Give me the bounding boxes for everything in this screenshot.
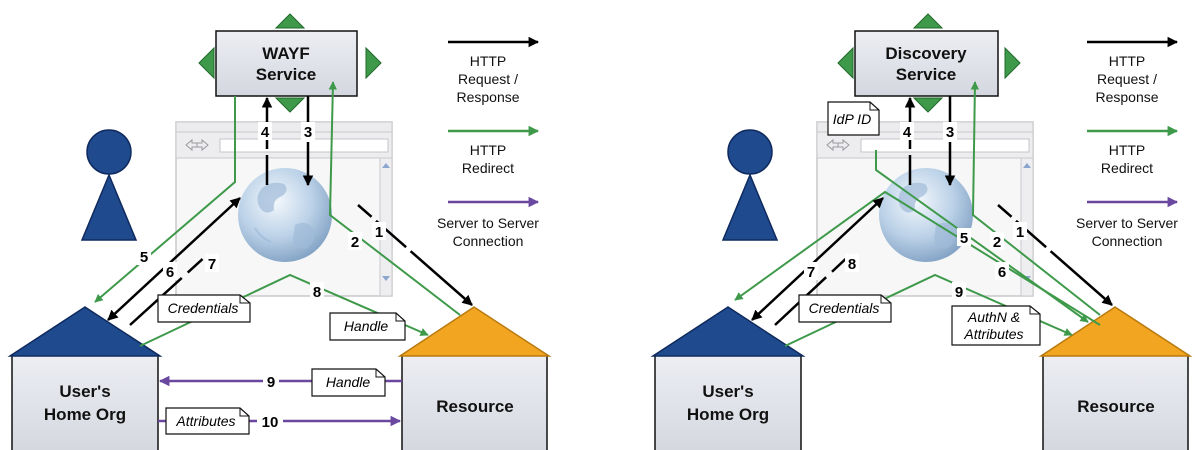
step-8-label: 8 <box>848 256 856 273</box>
arrow-step-6 <box>107 197 241 321</box>
legend-left: HTTP Request / Response HTTP Redirect Se… <box>437 36 539 249</box>
note-handle-a-text: Handle <box>344 318 389 334</box>
arrow-step-8 <box>774 224 883 326</box>
note-authn-line2: Attributes <box>963 326 1023 342</box>
note-attributes-text: Attributes <box>175 413 235 429</box>
legend-http-line2: Request / <box>458 71 518 87</box>
arrow-step-7 <box>129 224 241 326</box>
step-3-label: 3 <box>304 124 312 141</box>
wayf-service-box[interactable]: WAYF Service <box>198 13 382 113</box>
step-9-label: 9 <box>955 284 963 301</box>
arrow-step-2 <box>970 81 1101 316</box>
step-7-label: 7 <box>208 256 216 273</box>
legend-redirect-line1: HTTP <box>1109 142 1146 158</box>
resource-house[interactable]: Resource <box>397 306 552 450</box>
step-3-label: 3 <box>946 124 954 141</box>
note-idp-text: IdP ID <box>833 111 871 127</box>
arrow-step-1 <box>997 204 1113 306</box>
right-diagram: Discovery Service User's Home Org Resour… <box>650 13 1193 450</box>
note-handle-b-text: Handle <box>326 374 371 390</box>
home-org-line2: Home Org <box>44 405 126 424</box>
home-org-house[interactable]: User's Home Org <box>7 306 163 450</box>
legend-right: HTTP Request / Response HTTP Redirect Se… <box>1076 36 1178 249</box>
left-diagram: WAYF Service User's Home Org Resource <box>7 13 552 450</box>
legend-server-line2: Connection <box>453 233 524 249</box>
arrow-step-1 <box>357 204 473 306</box>
right-arrows <box>734 81 1113 347</box>
resource-label: Resource <box>436 397 513 416</box>
discovery-title-line1: Discovery <box>885 44 967 63</box>
wayf-title-line1: WAYF <box>262 44 310 63</box>
legend-redirect-line2: Redirect <box>1101 160 1153 176</box>
step-1-label: 1 <box>375 224 383 241</box>
note-credentials: Credentials <box>798 294 892 323</box>
note-credentials-text: Credentials <box>168 300 239 316</box>
note-handle-server: Handle <box>311 368 386 397</box>
legend-server-line1: Server to Server <box>437 215 539 231</box>
globe-icon <box>238 168 332 262</box>
legend-redirect-line2: Redirect <box>462 160 514 176</box>
legend-server-line1: Server to Server <box>1076 215 1178 231</box>
step-8-label: 8 <box>313 284 321 301</box>
step-6-label: 6 <box>166 264 174 281</box>
home-org-house[interactable]: User's Home Org <box>650 306 806 450</box>
legend-http-line1: HTTP <box>470 53 507 69</box>
step-1-label: 1 <box>1016 224 1024 241</box>
note-credentials-text: Credentials <box>809 300 880 316</box>
home-org-line2: Home Org <box>687 405 769 424</box>
note-authn-attributes: AuthN & Attributes <box>951 305 1041 346</box>
note-idp-id: IdP ID <box>827 101 880 136</box>
note-credentials: Credentials <box>157 294 251 323</box>
note-handle-resource: Handle <box>329 312 406 341</box>
resource-house[interactable]: Resource <box>1038 306 1193 450</box>
arrow-step-7 <box>751 197 884 321</box>
note-authn-line1: AuthN & <box>967 309 1020 325</box>
user-icon <box>721 129 779 241</box>
legend-http-line2: Request / <box>1097 71 1157 87</box>
legend-server-line2: Connection <box>1092 233 1163 249</box>
wayf-title-line2: Service <box>256 65 317 84</box>
left-step-labels: 1 2 3 4 5 6 7 8 9 10 <box>137 122 386 431</box>
right-step-labels: 1 2 3 4 5 6 7 8 9 <box>804 122 1027 301</box>
legend-http-line3: Response <box>1095 89 1158 105</box>
step-4-label: 4 <box>261 124 270 141</box>
home-org-line1: User's <box>702 382 753 401</box>
step-2-label: 2 <box>993 234 1001 251</box>
legend-http-line1: HTTP <box>1109 53 1146 69</box>
legend-http-line3: Response <box>456 89 519 105</box>
discovery-title-line2: Service <box>896 65 957 84</box>
step-4-label: 4 <box>903 124 912 141</box>
step-5-label: 5 <box>960 230 968 247</box>
discovery-service-box[interactable]: Discovery Service <box>837 13 1021 113</box>
user-icon <box>80 129 138 241</box>
home-org-line1: User's <box>59 382 110 401</box>
step-7-label: 7 <box>807 264 815 281</box>
step-2-label: 2 <box>351 234 359 251</box>
step-6-label: 6 <box>998 264 1006 281</box>
note-attributes: Attributes <box>165 407 250 435</box>
step-9-label: 9 <box>267 374 275 391</box>
step-5-label: 5 <box>140 249 148 266</box>
arrow-step-2 <box>328 81 461 316</box>
arrow-step-5 <box>875 150 1089 323</box>
step-10-label: 10 <box>262 414 279 431</box>
legend-redirect-line1: HTTP <box>470 142 507 158</box>
resource-label: Resource <box>1077 397 1154 416</box>
